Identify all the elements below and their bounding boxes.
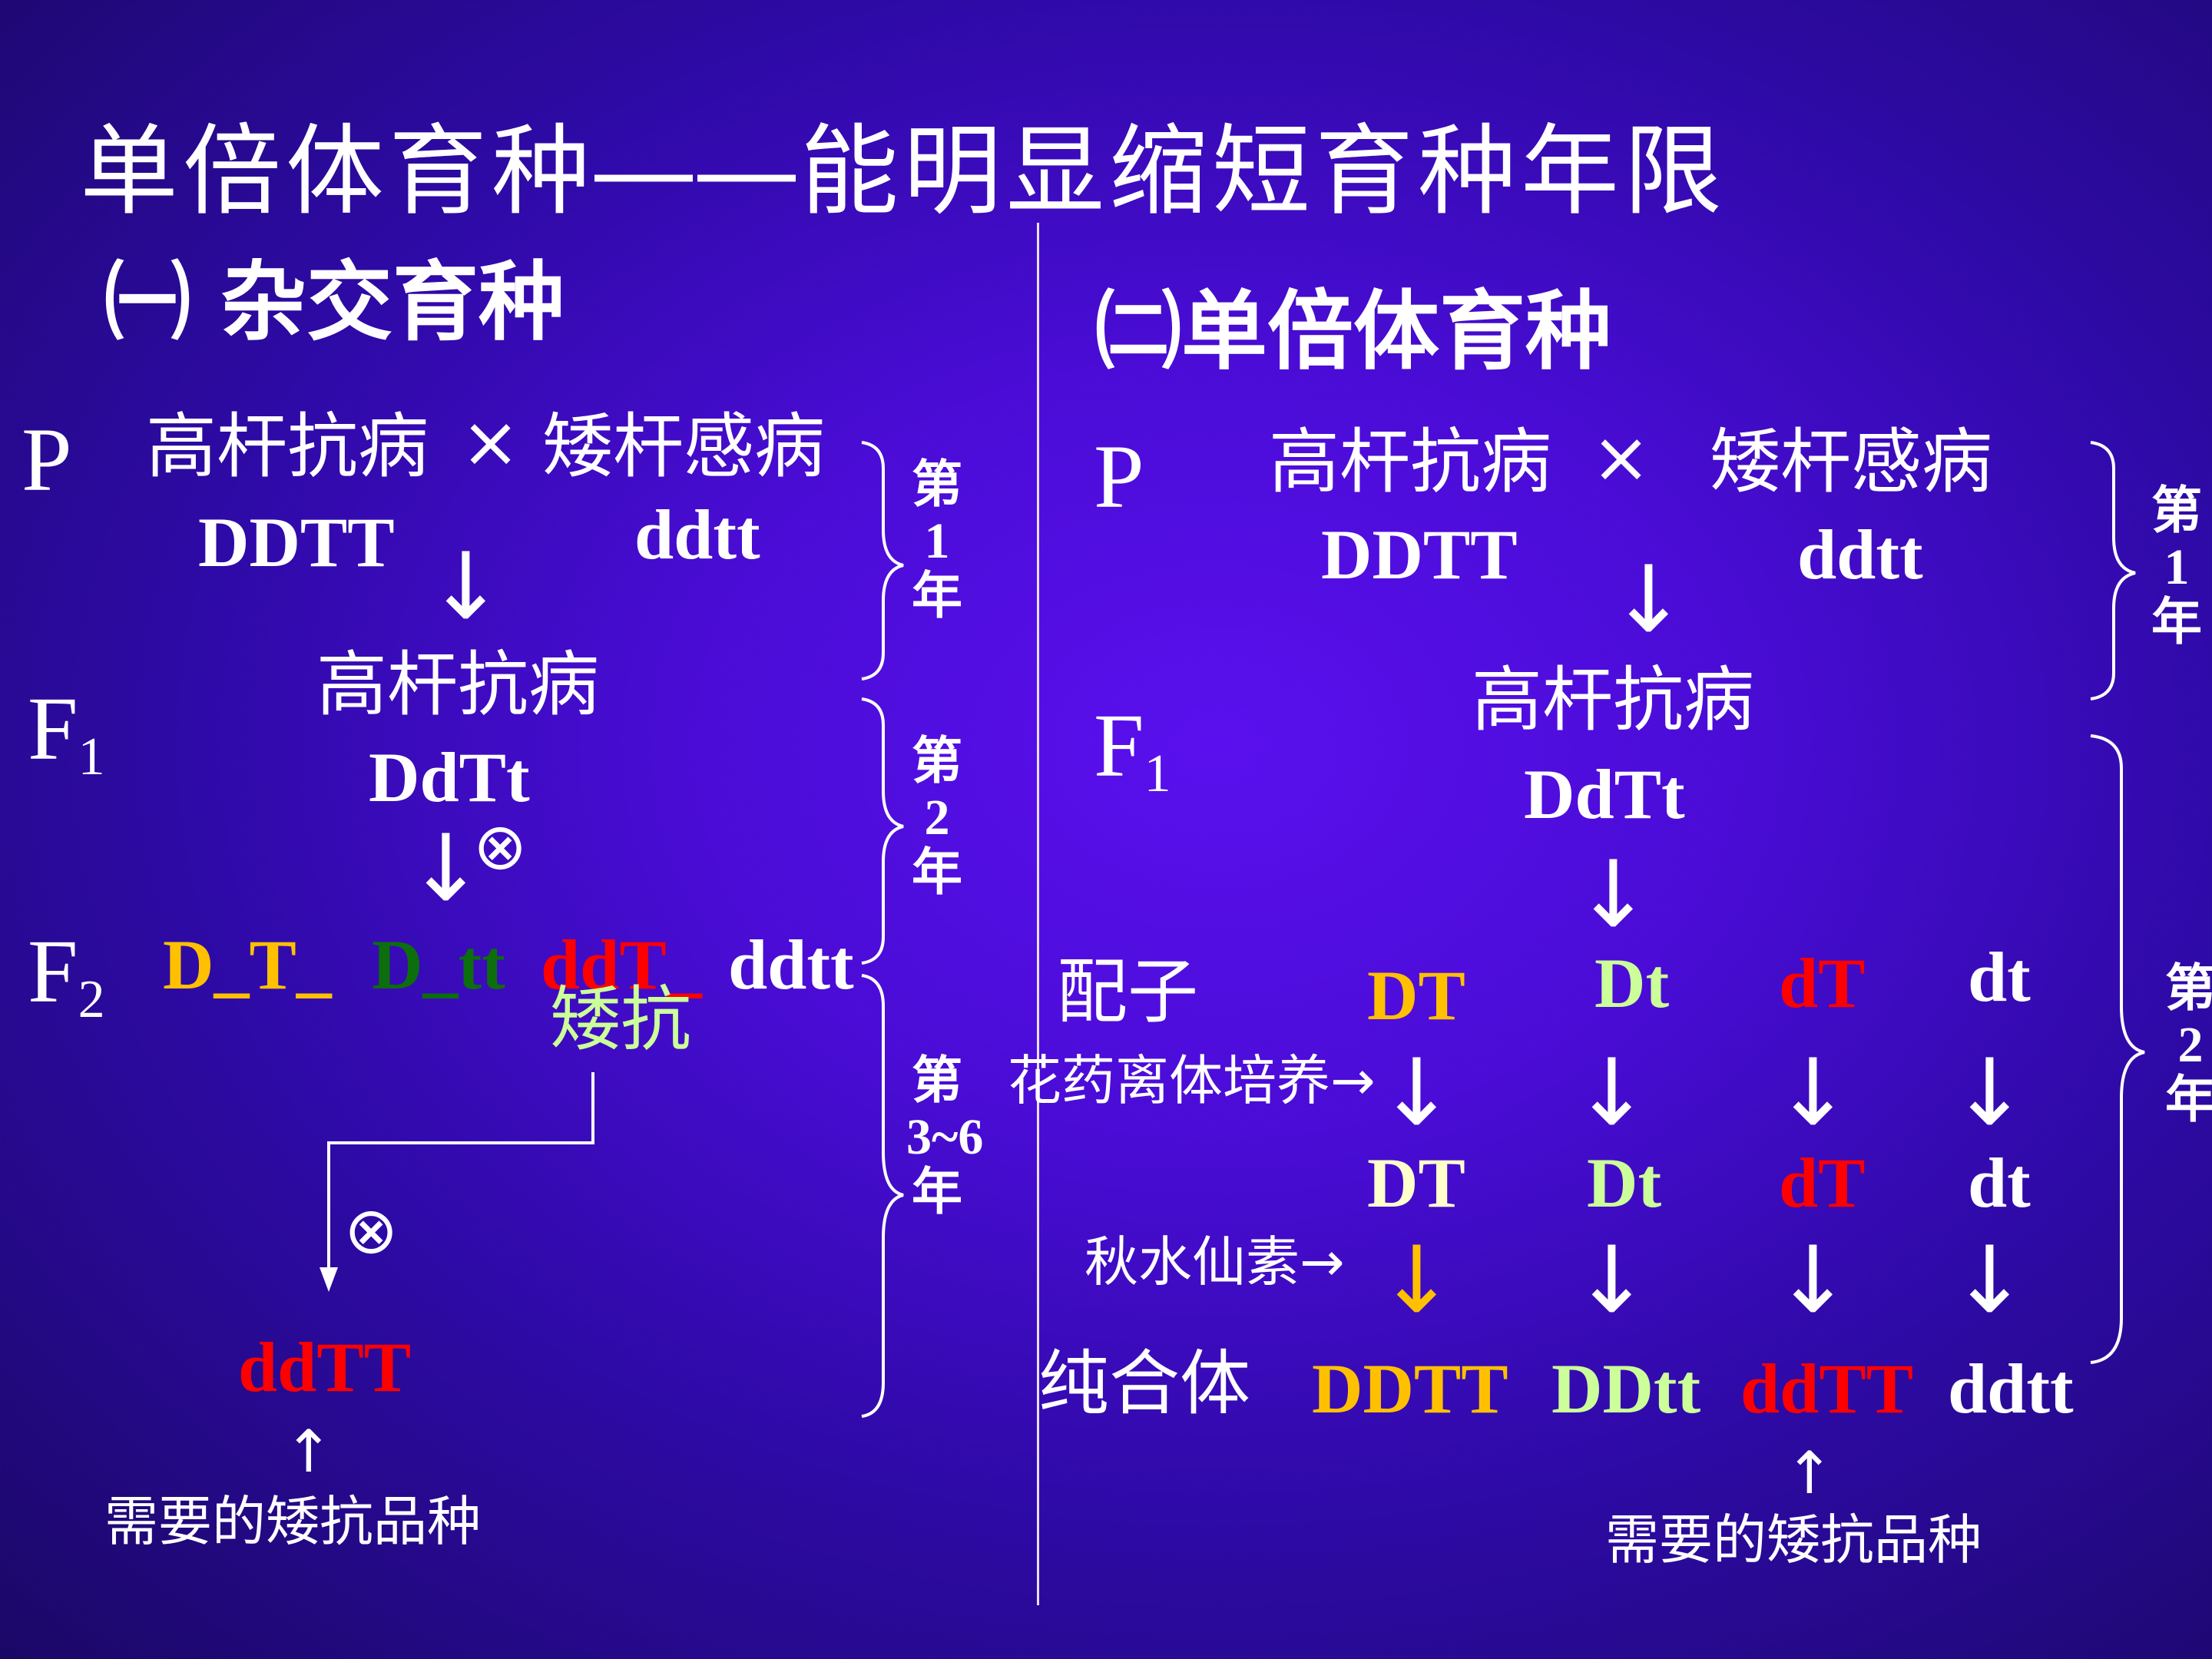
- left-parent2: 矮杆感病: [542, 406, 826, 488]
- right-haploid-dt: dt: [1968, 1144, 2031, 1222]
- left-self-symbol: ⊗: [473, 809, 528, 884]
- left-f2-genotype-2: D_tt: [372, 926, 505, 1004]
- right-arrow-colchicine-4: ↓: [1951, 1227, 2028, 1334]
- left-year-2: 第2年: [912, 733, 962, 902]
- right-arrow-anther-2: ↓: [1573, 1040, 1651, 1147]
- left-f2-label: F2: [28, 921, 105, 1029]
- right-p-label: P: [1094, 426, 1144, 527]
- left-result-genotype: ddTT: [238, 1328, 412, 1406]
- right-colchicine-label: 秋水仙素→: [1084, 1230, 1345, 1293]
- right-heading: ㈡单倍体育种: [1095, 281, 1611, 382]
- left-geno1: DDTT: [198, 503, 395, 581]
- right-arrow-anther-3: ↓: [1774, 1040, 1852, 1147]
- left-need-label: 需要的矮抗品种: [104, 1490, 481, 1553]
- center-divider: [1037, 223, 1039, 1605]
- right-parent1: 高杆抗病: [1269, 421, 1552, 503]
- right-haploid-DT: DT: [1367, 1144, 1465, 1222]
- right-f1-geno: DdTt: [1524, 755, 1685, 833]
- page-title: 单倍体育种――能明显缩短育种年限: [80, 114, 1727, 229]
- right-haploid-Dt: Dt: [1587, 1144, 1662, 1222]
- right-gamete-DT: DT: [1367, 956, 1465, 1035]
- left-f1-pheno: 高杆抗病: [316, 644, 600, 726]
- right-arrow-colchicine-2: ↓: [1573, 1227, 1651, 1334]
- left-dwarf-resist-label: 矮抗: [550, 979, 692, 1061]
- left-brace-year-2: [861, 697, 904, 965]
- left-up-arrow: ↑: [284, 1417, 333, 1485]
- left-connector-line: [327, 1072, 594, 1275]
- right-brace-year-2: [2090, 734, 2145, 1364]
- right-geno2: ddtt: [1797, 515, 1923, 594]
- right-gamete-Dt: Dt: [1594, 944, 1670, 1022]
- left-down-arrow-2: ↓: [407, 816, 485, 922]
- right-arrow-colchicine-3: ↓: [1774, 1227, 1852, 1334]
- left-geno2: ddtt: [634, 495, 760, 574]
- right-gamete-dt: dt: [1968, 938, 2031, 1016]
- right-geno1: DDTT: [1321, 515, 1518, 594]
- left-connector-arrowhead: [320, 1267, 338, 1292]
- right-homozygote-label: 纯合体: [1038, 1343, 1251, 1425]
- left-f1-label: F1: [28, 678, 105, 786]
- right-parent2: 矮杆感病: [1710, 421, 1993, 503]
- left-f2-genotype-4: ddtt: [728, 926, 854, 1004]
- right-year-1: 第1年: [2151, 483, 2202, 651]
- left-f2-genotype-1: D_T_: [163, 926, 332, 1004]
- right-f1-pheno: 高杆抗病: [1472, 659, 1755, 741]
- left-p-label: P: [22, 409, 72, 510]
- right-anther-culture-label: 花药离体培养→: [1008, 1049, 1376, 1112]
- right-up-arrow: ↑: [1785, 1439, 1834, 1507]
- right-year-2: 第2年: [2165, 961, 2212, 1129]
- right-arrow-colchicine-1: ↓: [1378, 1227, 1455, 1334]
- left-self-symbol-2: ⊗: [344, 1193, 399, 1268]
- right-homozygote-ddtt: ddtt: [1948, 1349, 2074, 1428]
- left-year-1: 第1年: [912, 457, 962, 625]
- left-f2-genotype-3: ddT_: [541, 926, 702, 1004]
- left-f1-geno: DdTt: [369, 738, 530, 816]
- left-parent1: 高杆抗病: [146, 406, 429, 488]
- right-down-arrow-2: ↓: [1575, 842, 1652, 949]
- right-need-label: 需要的矮抗品种: [1605, 1508, 1982, 1571]
- right-down-arrow-1: ↓: [1610, 547, 1687, 654]
- right-haploid-dT: dT: [1779, 1144, 1866, 1222]
- right-f1-label: F1: [1094, 695, 1171, 803]
- left-down-arrow-1: ↓: [427, 534, 505, 641]
- right-homozygote-DDtt: DDtt: [1551, 1349, 1701, 1428]
- right-gamete-dT: dT: [1779, 944, 1866, 1022]
- right-homozygote-DDTT: DDTT: [1312, 1349, 1508, 1428]
- left-brace-year-3: [861, 974, 904, 1418]
- right-brace-year-1: [2090, 441, 2136, 700]
- right-homozygote-ddTT: ddTT: [1740, 1349, 1914, 1428]
- left-brace-year-1: [861, 441, 904, 680]
- left-heading: ㈠ 杂交育种: [104, 252, 565, 353]
- right-cross-symbol: ×: [1591, 416, 1651, 498]
- left-cross-symbol: ×: [461, 401, 521, 483]
- right-arrow-anther-1: ↓: [1378, 1040, 1455, 1147]
- right-gamete-label: 配子: [1057, 951, 1199, 1033]
- right-arrow-anther-4: ↓: [1951, 1040, 2028, 1147]
